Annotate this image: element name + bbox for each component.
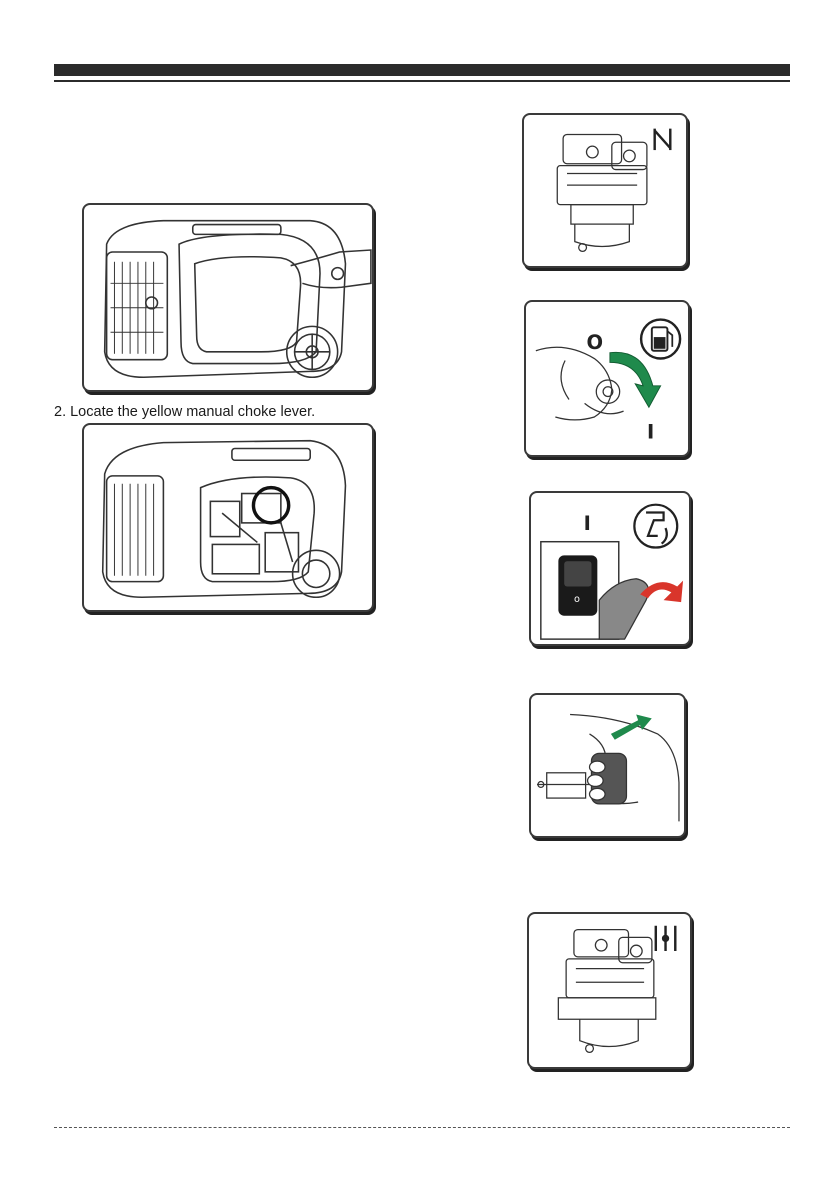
carburetor-choke-closed-figure <box>522 113 688 268</box>
engine-switch-icon <box>634 505 677 548</box>
carburetor-illustration <box>524 115 686 266</box>
engine-switch-illustration: I o <box>531 493 689 644</box>
fuel-valve-figure: O I <box>524 300 690 457</box>
pull-arrow <box>611 714 652 739</box>
valve-off-label: O <box>587 331 604 354</box>
step-caption: 2. Locate the yellow manual choke lever. <box>54 404 315 420</box>
choke-open-icon <box>656 926 675 951</box>
generator-open-illustration <box>84 425 372 610</box>
engine-switch-figure: I o <box>529 491 691 646</box>
fuel-valve-illustration: O I <box>526 302 688 455</box>
recoil-starter-illustration <box>531 695 684 836</box>
header-bar <box>54 64 790 76</box>
carburetor-illustration-2 <box>529 914 690 1067</box>
carburetor-choke-open-figure <box>527 912 692 1069</box>
generator-side-panel-figure <box>82 203 374 392</box>
fuel-tank-icon <box>641 320 680 359</box>
generator-choke-location-figure <box>82 423 374 612</box>
switch-on-label: I <box>584 512 591 535</box>
recoil-starter-figure <box>529 693 686 838</box>
choke-closed-icon <box>655 129 671 150</box>
generator-illustration <box>84 205 372 390</box>
valve-on-label: I <box>647 420 654 443</box>
svg-text:o: o <box>574 594 580 605</box>
header-rule <box>54 80 790 82</box>
finger-illustration <box>599 579 648 639</box>
footer-rule <box>54 1127 790 1128</box>
